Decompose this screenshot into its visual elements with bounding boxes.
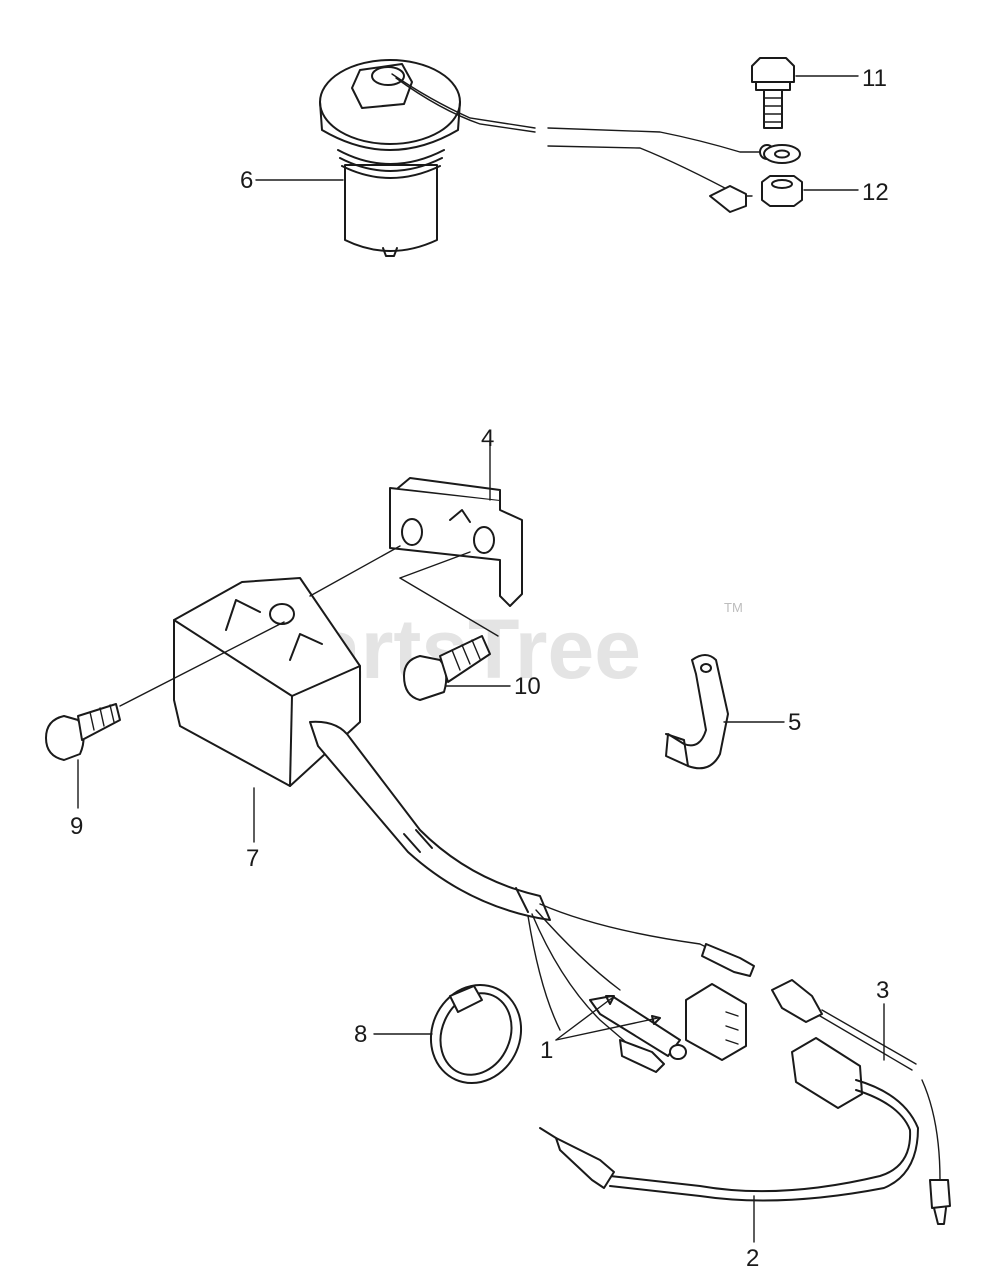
callout-label-10: 10 — [514, 673, 541, 700]
callout-label-3: 3 — [876, 977, 889, 1004]
callout-label-7: 7 — [246, 845, 259, 872]
callout-1: 1 — [540, 995, 661, 1064]
part-7-control-module[interactable] — [173, 577, 755, 1073]
callout-label-11: 11 — [862, 65, 887, 92]
callout-9: 9 — [70, 759, 83, 840]
callout-label-8: 8 — [354, 1021, 367, 1048]
part-9-screw[interactable] — [45, 703, 121, 761]
callout-4: 4 — [481, 425, 494, 452]
part-8-hose-clamp[interactable] — [415, 970, 536, 1097]
part-10-flange-bolt[interactable] — [403, 635, 491, 701]
part-11-flange-bolt[interactable] — [751, 57, 801, 164]
part-2-wire-harness[interactable] — [539, 1037, 951, 1225]
callout-label-12: 12 — [862, 179, 889, 206]
callout-3: 3 — [876, 977, 889, 1061]
callout-6: 6 — [240, 167, 344, 194]
part-6-cylinder-sensor[interactable] — [319, 59, 775, 257]
watermark-trademark: TM — [724, 600, 743, 615]
callout-label-2: 2 — [746, 1245, 759, 1272]
part-3-connector-lead[interactable] — [771, 979, 917, 1071]
callout-12: 12 — [803, 179, 889, 206]
callout-10: 10 — [445, 673, 541, 700]
callout-5: 5 — [723, 709, 801, 736]
part-5-j-clip[interactable] — [665, 654, 729, 770]
assembly-guide-lines — [119, 545, 499, 707]
callout-2: 2 — [746, 1195, 759, 1272]
callout-label-5: 5 — [788, 709, 801, 736]
callout-8: 8 — [354, 1021, 433, 1048]
callout-label-1: 1 — [540, 1037, 553, 1064]
callout-label-4: 4 — [481, 425, 494, 452]
callout-label-9: 9 — [70, 813, 83, 840]
callout-label-6: 6 — [240, 167, 253, 194]
callout-7: 7 — [246, 787, 259, 872]
part-12-hex-nut[interactable] — [761, 175, 803, 207]
callout-11: 11 — [795, 65, 887, 92]
part-4-mounting-bracket[interactable] — [389, 439, 523, 607]
